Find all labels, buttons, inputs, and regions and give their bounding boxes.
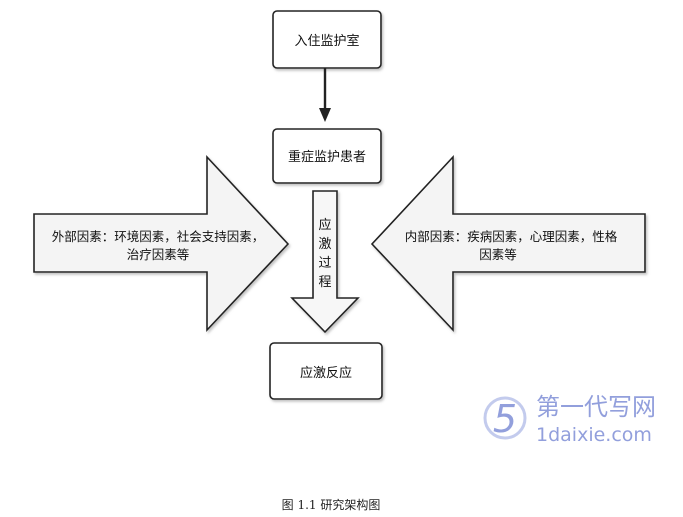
- bottom-box: 应激反应: [269, 342, 383, 400]
- right-arrow: 内部因素：疾病因素，心理因素，性格 因素等: [370, 154, 646, 333]
- patient-box: 重症监护患者: [272, 128, 382, 184]
- svg-text:5: 5: [493, 397, 517, 441]
- watermark-logo-icon: 5: [483, 396, 527, 441]
- center-process-arrow: 应 激 过 程: [290, 190, 360, 334]
- left-arrow: 外部因素：环境因素，社会支持因素， 治疗因素等: [33, 154, 290, 333]
- patient-box-label: 重症监护患者: [288, 149, 366, 165]
- top-box-label: 入住监护室: [294, 33, 359, 49]
- watermark: 5 第一代写网 1daixie.com: [483, 393, 656, 446]
- top-box: 入住监护室: [272, 10, 382, 69]
- watermark-name: 第一代写网: [536, 393, 656, 421]
- left-arrow-line1: 外部因素：环境因素，社会支持因素，: [52, 229, 265, 244]
- right-arrow-line2: 因素等: [479, 247, 517, 262]
- bottom-box-label: 应激反应: [300, 365, 352, 381]
- connector-arrow: [319, 68, 331, 122]
- left-arrow-line2: 治疗因素等: [127, 247, 190, 262]
- process-char-4: 程: [318, 275, 331, 290]
- process-char-1: 应: [318, 217, 331, 233]
- watermark-url: 1daixie.com: [536, 424, 652, 446]
- figure-caption: 图 1.1 研究架构图: [282, 497, 381, 512]
- right-arrow-line1: 内部因素：疾病因素，心理因素，性格: [405, 229, 618, 244]
- process-char-3: 过: [318, 256, 331, 271]
- process-char-2: 激: [318, 237, 331, 252]
